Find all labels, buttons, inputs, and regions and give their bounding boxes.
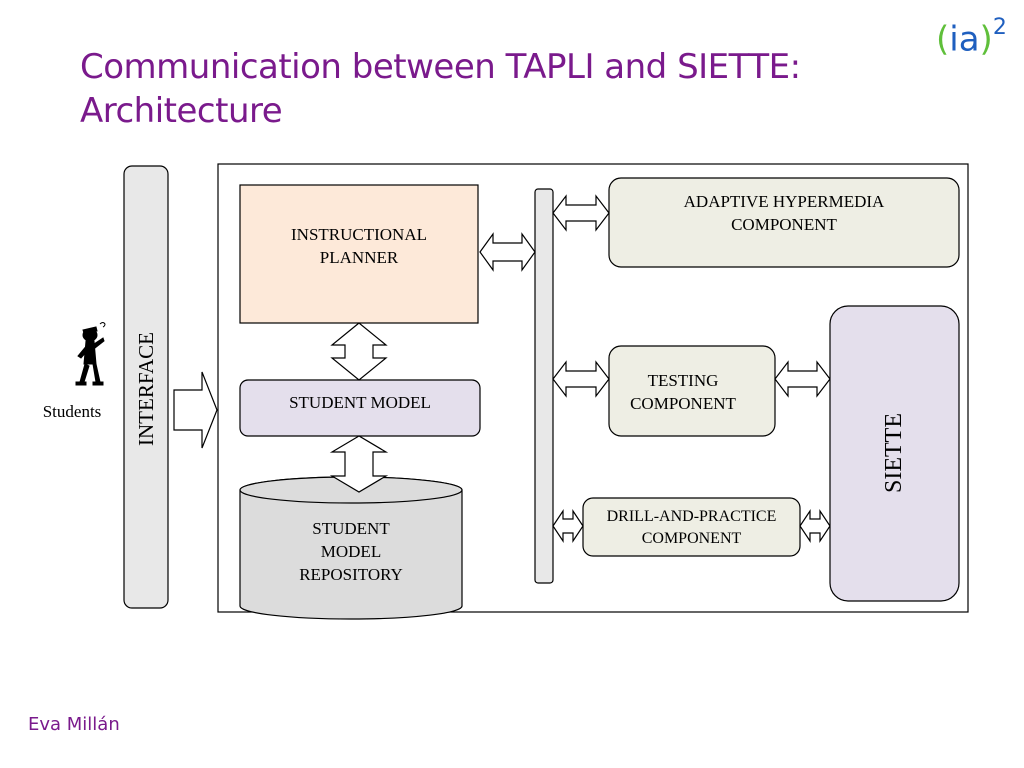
bus-drill-arrow — [552, 509, 584, 543]
bus-hypermedia-arrow — [552, 194, 610, 232]
interface-label: INTERFACE — [134, 332, 158, 446]
repository-line-1: STUDENT — [312, 519, 390, 538]
slide-title: Communication between TAPLI and SIETTE: … — [80, 45, 900, 133]
logo-superscript: 2 — [992, 15, 1007, 40]
bus-testing-arrow — [552, 360, 610, 398]
siette-box — [829, 305, 960, 602]
testing-component-label: TESTING COMPONENT — [600, 369, 766, 415]
slide-title-line-1: Communication between TAPLI and SIETTE: — [80, 47, 801, 87]
interface-to-system-arrow — [173, 371, 218, 449]
logo-open-paren: ( — [936, 19, 950, 60]
communication-bus — [534, 188, 554, 584]
testing-component-line-1: TESTING — [647, 371, 719, 390]
instructional-planner-label: INSTRUCTIONAL PLANNER — [240, 223, 478, 269]
adaptive-hypermedia-line-1: ADAPTIVE HYPERMEDIA — [683, 192, 885, 211]
instructional-planner-line-2: PLANNER — [319, 248, 399, 267]
planner-bus-arrow — [479, 232, 536, 272]
planner-student-model-arrow — [330, 322, 388, 381]
ia2-logo: (ia)2 — [936, 12, 1007, 59]
instructional-planner-box — [239, 184, 479, 324]
repository-line-3: REPOSITORY — [299, 565, 403, 584]
interface-bar — [123, 165, 169, 609]
adaptive-hypermedia-box — [608, 177, 960, 268]
testing-component-line-2: COMPONENT — [630, 394, 736, 413]
student-model-label: STUDENT MODEL — [289, 393, 431, 412]
testing-component-box — [608, 345, 776, 437]
logo-text: ia — [949, 19, 980, 60]
student-model-repository-arrow — [329, 435, 389, 493]
adaptive-hypermedia-line-2: COMPONENT — [731, 215, 837, 234]
slide-title-line-2: Architecture — [80, 91, 283, 131]
logo-close-paren: ) — [979, 19, 993, 60]
drill-and-practice-line-2: COMPONENT — [641, 530, 742, 547]
student-figure-icon — [75, 322, 106, 386]
student-model-repository-label: STUDENT MODEL REPOSITORY — [240, 517, 462, 586]
drill-and-practice-label: DRILL-AND-PRACTICE COMPONENT — [583, 506, 800, 550]
author-footer: Eva Millán — [28, 714, 120, 735]
repository-line-2: MODEL — [320, 542, 382, 561]
siette-label: SIETTE — [881, 413, 907, 493]
drill-and-practice-line-1: DRILL-AND-PRACTICE — [606, 508, 777, 525]
adaptive-hypermedia-label: ADAPTIVE HYPERMEDIA COMPONENT — [609, 190, 959, 236]
instructional-planner-line-1: INSTRUCTIONAL — [291, 225, 427, 244]
students-label: Students — [42, 402, 102, 421]
